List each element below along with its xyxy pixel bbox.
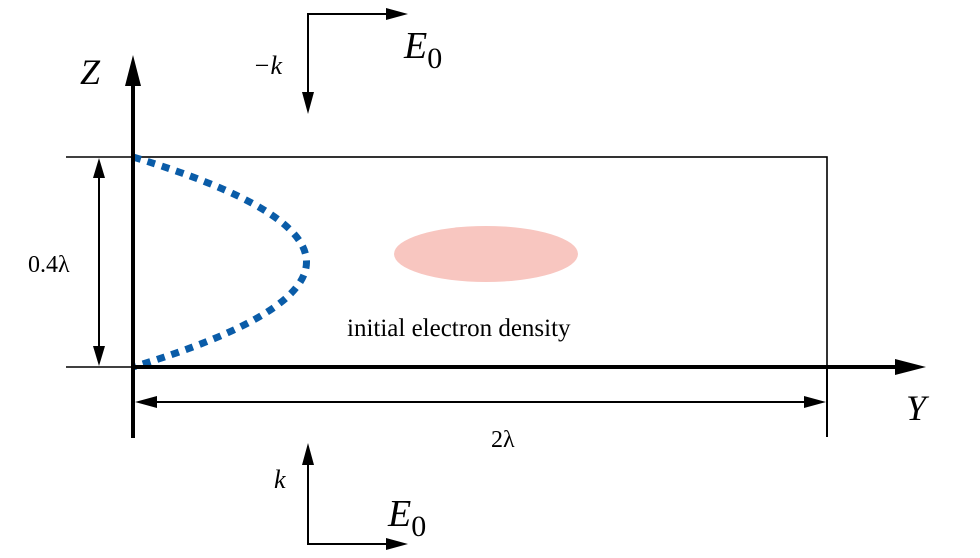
bottom-k-vector-arrowhead: [302, 443, 314, 465]
top-e-subscript: 0: [427, 42, 442, 75]
top-k-label: −k: [253, 51, 283, 80]
height-dimension-arrow-down: [93, 346, 105, 366]
width-dimension-arrow-right: [804, 396, 826, 408]
top-k-vector-arrowhead: [302, 92, 314, 114]
bottom-e-symbol: E: [387, 493, 411, 535]
z-axis-arrowhead: [125, 55, 141, 86]
bottom-e-subscript: 0: [411, 510, 426, 543]
top-e-vector-arrowhead: [386, 8, 408, 20]
bottom-e-vector-arrowhead: [386, 538, 408, 550]
electron-density-label: initial electron density: [347, 315, 571, 342]
top-e-label: E0: [403, 25, 442, 75]
y-axis-label: Y: [906, 388, 930, 428]
height-dimension-arrow-up: [93, 158, 105, 178]
bottom-k-label: k: [274, 465, 286, 494]
standing-wave-profile: [131, 153, 310, 371]
width-dimension-label: 2λ: [491, 427, 515, 453]
bottom-e-label: E0: [387, 493, 426, 543]
y-axis-arrowhead: [895, 359, 926, 375]
height-dimension-label: 0.4λ: [28, 252, 70, 278]
width-dimension-arrow-left: [135, 396, 157, 408]
electron-density-ellipse: [394, 226, 578, 282]
z-axis-label: Z: [80, 52, 101, 92]
top-e-symbol: E: [403, 25, 427, 67]
